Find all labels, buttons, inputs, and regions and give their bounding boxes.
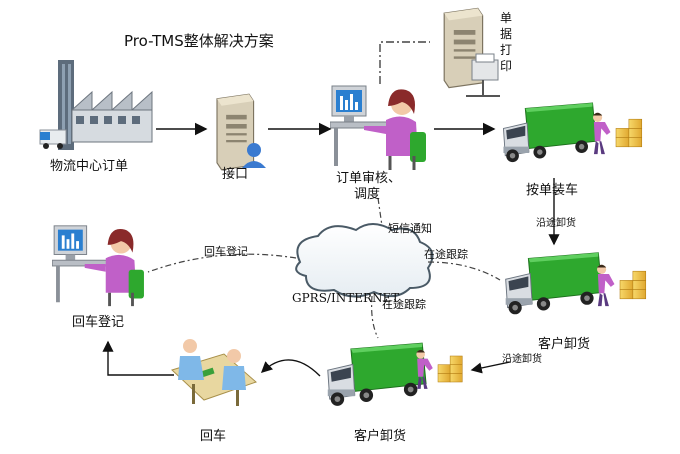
diagram-title: Pro-TMS整体解决方案 xyxy=(124,32,274,50)
handshake-meeting-icon xyxy=(171,339,257,406)
node-return-vehicle: 回车 xyxy=(200,428,226,444)
truck-loading-icon xyxy=(502,102,643,163)
edge-in-transit-2: 在途跟踪 xyxy=(382,297,426,311)
dispatcher-operator-icon xyxy=(330,84,428,172)
edge-in-transit-1: 在途跟踪 xyxy=(424,247,468,261)
node-print-1: 单 xyxy=(500,11,512,25)
printer-server-icon xyxy=(443,7,500,97)
node-logistics-center: 物流中心订单 xyxy=(50,159,128,174)
node-print-3: 打 xyxy=(500,43,512,57)
return-operator-icon xyxy=(52,224,146,308)
node-print-2: 据 xyxy=(500,27,512,41)
truck-bottom-unloading-icon xyxy=(327,342,463,407)
node-return-registration: 回车登记 xyxy=(72,314,124,330)
node-customer-unload-right: 客户卸货 xyxy=(538,336,590,352)
factory-icon xyxy=(39,60,153,150)
flow-arrows xyxy=(102,41,560,377)
node-interface: 接口 xyxy=(222,166,248,182)
node-customer-unload-bottom: 客户卸货 xyxy=(354,428,406,444)
network-cloud xyxy=(295,223,434,298)
edge-sms-notify: 短信通知 xyxy=(388,221,432,235)
edge-return-registration: 回车登记 xyxy=(204,244,248,258)
network-label: GPRS/INTERNET xyxy=(292,291,399,305)
truck-right-unloading-icon xyxy=(505,252,647,315)
edge-unloading-2: 沿途卸货 xyxy=(502,352,542,365)
edge-unloading-1: 沿途卸货 xyxy=(536,216,576,229)
node-order-review: 订单审核、 xyxy=(336,171,401,186)
node-order-review-2: 调度 xyxy=(354,186,380,202)
node-print-4: 印 xyxy=(500,59,512,73)
interface-server-icon xyxy=(216,93,266,171)
node-loading: 按单装车 xyxy=(526,182,578,198)
